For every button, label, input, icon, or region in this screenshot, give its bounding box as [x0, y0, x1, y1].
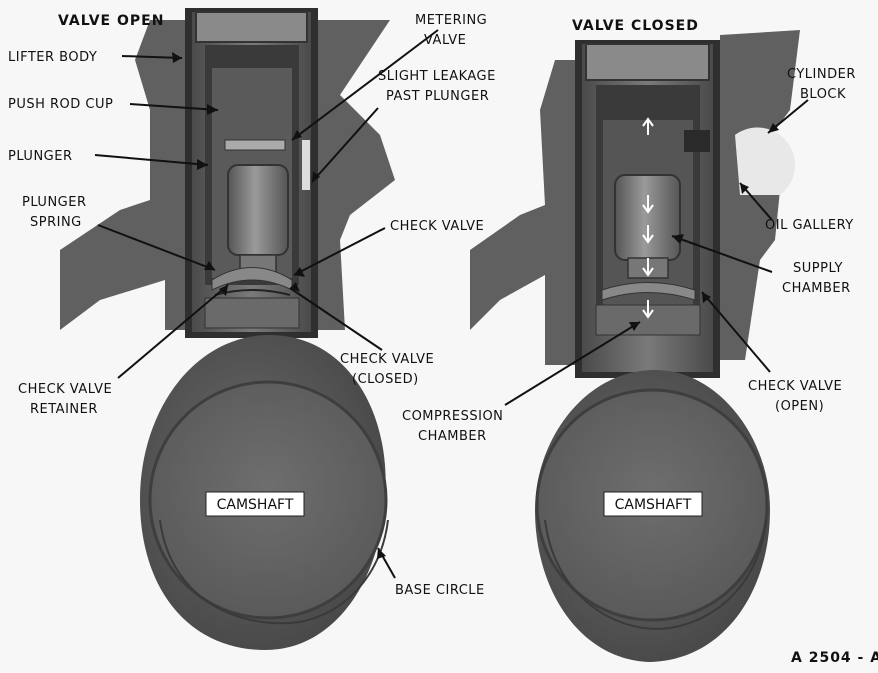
label-cylinder-block-line2: BLOCK: [800, 87, 846, 102]
cylinder-block-right: [470, 30, 800, 365]
label-lifter-body: LIFTER BODY: [8, 50, 97, 65]
camshaft-label-box-left: [205, 491, 305, 517]
label-metering-valve-line2: VALVE: [424, 33, 466, 48]
label-check-valve-retainer-line1: CHECK VALVE: [18, 382, 112, 397]
label-metering-valve-line1: METERING: [415, 13, 487, 28]
label-compression-chamber-line2: CHAMBER: [418, 429, 487, 444]
label-plunger-spring-line1: PLUNGER: [22, 195, 87, 210]
label-check-valve-closed-line1: CHECK VALVE: [340, 352, 434, 367]
camshaft-label-box-right: [603, 491, 703, 517]
camshaft-label-right: CAMSHAFT: [615, 497, 692, 513]
label-check-valve-closed-line2: (CLOSED): [352, 372, 419, 387]
label-plunger-spring-line2: SPRING: [30, 215, 82, 230]
label-compression-chamber-line1: COMPRESSION: [402, 409, 503, 424]
label-check-valve-retainer-line2: RETAINER: [30, 402, 98, 417]
label-base-circle: BASE CIRCLE: [395, 583, 485, 598]
label-slight-leakage-line2: PAST PLUNGER: [386, 89, 489, 104]
label-check-valve-open-line2: (OPEN): [775, 399, 824, 414]
label-push-rod-cup: PUSH ROD CUP: [8, 97, 113, 112]
lifter-body-closed: [575, 40, 720, 378]
label-cylinder-block-line1: CYLINDER: [787, 67, 856, 82]
label-slight-leakage-line1: SLIGHT LEAKAGE: [378, 69, 496, 84]
figure-id: A 2504 - A: [791, 650, 878, 666]
label-supply-chamber-line1: SUPPLY: [793, 261, 843, 276]
camshaft-label-left: CAMSHAFT: [217, 497, 294, 513]
label-check-valve-open-line1: CHECK VALVE: [748, 379, 842, 394]
label-oil-gallery: OIL GALLERY: [765, 218, 854, 233]
title-valve-open: VALVE OPEN: [58, 13, 164, 29]
label-plunger: PLUNGER: [8, 149, 73, 164]
label-supply-chamber-line2: CHAMBER: [782, 281, 851, 296]
label-check-valve: CHECK VALVE: [390, 219, 484, 234]
title-valve-closed: VALVE CLOSED: [572, 18, 699, 34]
lifter-body-open: [185, 8, 318, 338]
leader-arrowheads: [172, 52, 779, 559]
